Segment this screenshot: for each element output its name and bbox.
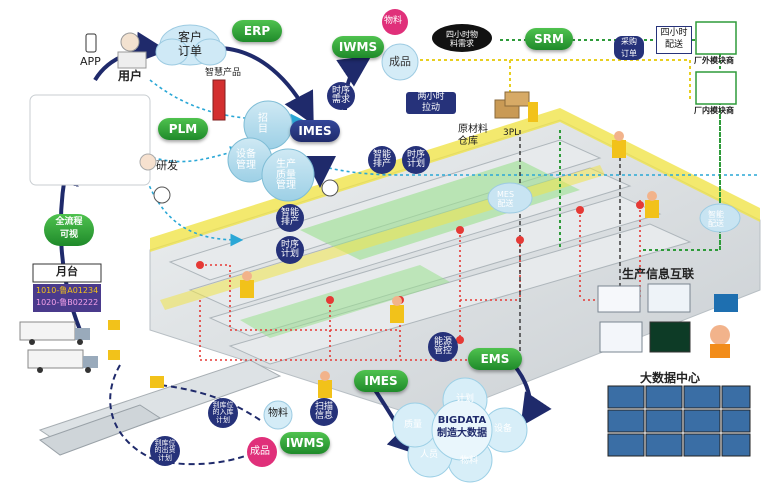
bigdata-material-label: 物料 (460, 456, 479, 466)
user-head (120, 32, 140, 52)
smart-schedule-mid-bubble: 智能 排产 (276, 204, 304, 232)
bigdata-person-label: 人员 (420, 450, 439, 460)
forklifts (108, 320, 164, 388)
plate-1-label: 1010-鲁A01234 (36, 286, 99, 295)
smart-schedule-top-bubble: 智能 排产 (368, 146, 396, 174)
three-pl-crates (494, 91, 538, 122)
user-body (117, 51, 147, 69)
gear-quality-label: 生产 质量 管理 (276, 159, 296, 191)
bigdata-quality-label: 质量 (404, 420, 423, 430)
four-hour-delivery-box: 四小时 配送 (656, 26, 692, 54)
internal-supplier-label: 厂内模块商 (694, 106, 734, 115)
warehouse-racks (38, 404, 162, 456)
supplier-boxes (695, 21, 737, 105)
gear-equip-label: 设备 管理 (236, 149, 256, 171)
production-monitors (597, 283, 738, 358)
iwms-gears-top (381, 9, 419, 81)
rnd-clock (153, 186, 171, 204)
ems-pill: EMS (468, 348, 522, 370)
full-visual-pill: 全流程 可视 (44, 214, 94, 246)
imes-top-pill: IMES (290, 120, 340, 142)
material-top-label: 物料 (384, 16, 403, 26)
yellow-dotted-flows (420, 59, 691, 110)
erp-pill: ERP (232, 20, 282, 42)
dashed-navy-loop (109, 364, 261, 466)
yellow-band-right (560, 108, 760, 222)
scan-info-bubble: 扫描 信息 (310, 398, 338, 426)
gear-proj-label: 招 目 (258, 113, 268, 135)
raw-material-warehouse-label: 原材料 仓库 (458, 124, 488, 147)
factory-clock (321, 179, 339, 197)
smart-product-cabinet (212, 79, 226, 121)
rnd-label: 研发 (156, 159, 178, 172)
cloud-customer-order (155, 24, 227, 66)
finished-bottom-label: 成品 (250, 446, 270, 457)
timed-plan-top-bubble: 时序 计划 (402, 146, 430, 174)
imes-bottom-pill: IMES (354, 370, 408, 392)
bigdata-device-label: 设备 (494, 424, 513, 434)
platform-box (32, 263, 102, 283)
bigdata-label: BIGDATA 制造大数据 (437, 415, 487, 439)
yellow-band-top (150, 108, 560, 252)
iwms-gears-bottom (247, 400, 293, 467)
srm-pill: SRM (525, 28, 573, 50)
production-interconnect-label: 生产信息互联 (622, 267, 695, 281)
iwms-top-pill: IWMS (332, 36, 384, 58)
two-hour-pull-box: 两小时 拉动 (406, 92, 456, 114)
iwms-bottom-pill: IWMS (280, 432, 330, 454)
app-panel (29, 94, 151, 186)
timed-demand-bubble: 时序 需求 (327, 82, 355, 110)
truck-1 (19, 321, 90, 345)
highlight-area-green-2 (240, 265, 450, 338)
black-dashed-lines (519, 130, 621, 360)
bigdata-center-circle (431, 399, 493, 461)
material-bottom-label: 物料 (268, 408, 288, 419)
truck-2 (27, 349, 98, 373)
mes-cloud-2-label: 智能 配送 (708, 210, 724, 228)
timed-plan-mid-bubble: 时序 计划 (276, 236, 304, 264)
platform-label: 月台 (56, 265, 78, 278)
bigdata-screens (607, 385, 751, 457)
smart-product-label: 智慧产品 (205, 68, 242, 78)
outbound-plan-bubble: 到库位 的出货 计划 (150, 436, 180, 466)
bigdata-plan-label: 计划 (456, 394, 475, 404)
finished-top-label: 成品 (389, 55, 411, 68)
four-hour-demand-label: 四小时物 料需求 (446, 30, 478, 48)
user-label: 用户 (118, 69, 143, 83)
plate-box (33, 284, 101, 312)
inbound-plan-bubble: 到库位 的入库 计划 (208, 398, 238, 428)
app-label: APP (80, 55, 101, 68)
gear-group-left (227, 100, 315, 202)
purchase-order-bubble: 采购 订单 (614, 36, 644, 60)
cloud-mes-delivery (487, 182, 741, 233)
mes-cloud-1-label: MES 配送 (497, 190, 515, 208)
rnd-person (139, 153, 157, 171)
customer-order-label: 客户 订单 (178, 30, 203, 58)
bigdata-center-label: 大数据中心 (640, 371, 701, 385)
three-pl-label: 3PL (503, 128, 520, 138)
plm-pill: PLM (158, 118, 208, 140)
external-supplier-label: 厂外模块商 (694, 56, 734, 65)
worker-icons (240, 131, 659, 398)
plate-2-label: 1020-鲁B02222 (36, 298, 99, 307)
four-hour-demand-bubble (432, 24, 492, 52)
resource-monitor-bubble: 能源 管控 (428, 332, 458, 362)
phone-icon (85, 33, 97, 53)
